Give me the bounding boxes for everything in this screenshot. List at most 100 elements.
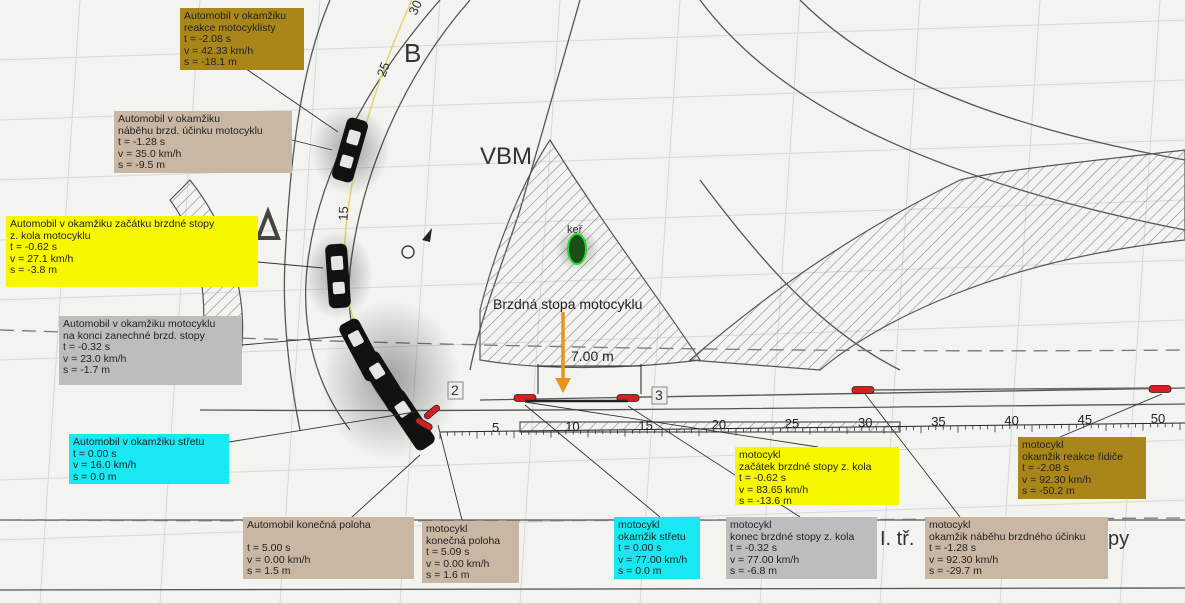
curve-tick-15: 15 [335,206,351,221]
area-label-vbm: VBM [480,143,533,170]
title-line: Automobil v okamžiku střetu [73,436,205,448]
motorcycle-path [869,387,1151,391]
speed-value: v = 16.0 km/h [73,459,137,471]
title-line: na konci zanechné brzd. stopy [63,329,205,342]
distance-value: s = -9.5 m [118,159,165,171]
title-line: motocykl [1022,439,1064,451]
label-moto-final: motocykl konečná poloha t = 5.09 s v = 0… [422,521,519,583]
title-line: motocykl [730,519,772,531]
time-value: t = -0.32 s [63,341,110,353]
label-car-final: Automobil konečná poloha t = 5.00 s v = … [243,517,414,579]
bush-icon [555,227,599,271]
scale-tick-label: 5 [492,420,500,435]
speed-value: v = 27.1 km/h [10,252,74,265]
time-value: t = -2.08 s [184,33,231,45]
direction-arrow-icon [422,228,432,242]
distance-value: s = -1.7 m [63,364,110,376]
distance-value: s = -6.8 m [730,565,777,577]
title-line: Automobil v okamžiku začátku brzdné stop… [10,218,215,230]
speed-value: v = 77.00 km/h [730,553,800,566]
bush-label: keř [567,224,583,236]
distance-value: s = 0.0 m [73,470,117,483]
distance-value: s = 0.0 m [618,565,662,577]
skid-dimension [537,364,642,394]
distance-value: s = 1.6 m [426,569,470,581]
distance-value: s = -50.2 m [1022,485,1075,497]
label-car-skid-end: Automobil v okamžiku motocyklu na konci … [59,316,242,385]
time-value: t = -1.28 s [118,136,165,148]
title-line: Automobil konečná poloha [247,519,371,531]
distance-value: s = -29.7 m [929,565,982,577]
title-line: Automobil v okamžiku motocyklu [63,318,216,330]
label-moto-reaction: motocykl okamžik reakce řidiče t = -2.08… [1018,437,1146,499]
point-2-label: 2 [451,382,459,398]
point-2-box [447,381,464,400]
title-line: Automobil v okamžiku [184,10,287,22]
speed-value: v = 77.00 km/h [618,553,688,566]
distance-value: s = -3.8 m [10,264,57,276]
time-value: t = -1.28 s [929,542,976,554]
scale-tick-label: 10 [565,419,580,434]
time-value: t = 0.00 s [73,447,117,460]
label-moto-impact: motocykl okamžik střetu t = 0.00 s v = 7… [614,517,700,579]
title-line: motocykl [929,519,971,531]
speed-value: v = 0.00 km/h [247,553,311,566]
point-3-box [651,386,668,405]
scale-tick-label: 30 [858,415,873,430]
point-3-label: 3 [655,387,663,403]
speed-value: v = 92.30 km/h [929,553,999,566]
label-car-skid-start: Automobil v okamžiku začátku brzdné stop… [6,216,258,287]
label-moto-skid-start: motocykl začátek brzdné stopy z. kola t … [735,447,899,507]
island-markers [255,206,281,240]
title-line: reakce motocyklisty [184,21,276,34]
road-letter-b: B [404,38,422,68]
speed-value: v = 23.0 km/h [63,352,127,365]
time-value: t = 5.09 s [426,546,470,558]
scale-tick-label: 25 [784,416,800,431]
title-line: konečná poloha [426,534,501,547]
title-line: okamžik náběhu brzdného účinku [929,530,1086,543]
label-car-reaction: Automobil v okamžiku reakce motocyklisty… [180,8,304,70]
time-value: t = -0.32 s [730,542,777,554]
island-circle [401,245,415,259]
speed-value: v = 92.30 km/h [1022,473,1092,486]
title-line: začátek brzdné stopy z. kola [739,460,872,473]
label-car-brake-onset: Automobil v okamžiku náběhu brzd. účinku… [114,111,292,173]
road-suffix-label: py [1108,528,1130,550]
skid-mark-title: Brzdná stopa motocyklu [493,296,643,312]
motorcycle-positions [415,385,1172,431]
measuring-scale [439,422,1185,433]
title-line: motocykl [739,449,781,461]
time-value: t = -2.08 s [1022,462,1069,474]
distance-value: s = -18.1 m [184,56,237,68]
time-value: t = 5.00 s [247,542,291,554]
label-car-impact: Automobil v okamžiku střetu t = 0.00 s v… [69,434,229,484]
time-value: t = -0.62 s [739,472,786,484]
scale-tick-label: 20 [711,417,727,432]
time-value: t = -0.62 s [10,241,57,253]
scale-tick-label: 35 [931,414,946,429]
scale-tick-label: 15 [638,418,653,433]
road-class-label: I. tř. [880,528,915,550]
title-line: okamžik reakce řidiče [1022,450,1123,463]
title-line: konec brzdné stopy z. kola [730,530,855,543]
label-moto-skid-end: motocykl konec brzdné stopy z. kola t = … [726,517,877,579]
title-line: Automobil v okamžiku [118,113,221,125]
scale-tick-label: 45 [1077,412,1093,427]
title-line: motocykl [618,519,660,531]
title-line: okamžik střetu [618,530,686,543]
skid-arrow-icon [555,312,571,393]
speed-value: v = 42.33 km/h [184,44,254,57]
car-positions [303,105,460,460]
scale-tick-label: 40 [1004,413,1019,428]
skid-length-label: 7.00 m [571,348,614,364]
scale-tick-label: 50 [1150,411,1166,426]
title-line: motocykl [426,523,468,535]
time-value: t = 0.00 s [618,542,662,554]
title-line: z. kola motocyklu [10,229,91,242]
speed-value: v = 83.65 km/h [739,483,809,496]
speed-value: v = 0.00 km/h [426,557,490,570]
distance-value: s = 1.5 m [247,565,291,577]
title-line: náběhu brzd. účinku motocyklu [118,124,263,137]
speed-value: v = 35.0 km/h [118,147,182,160]
